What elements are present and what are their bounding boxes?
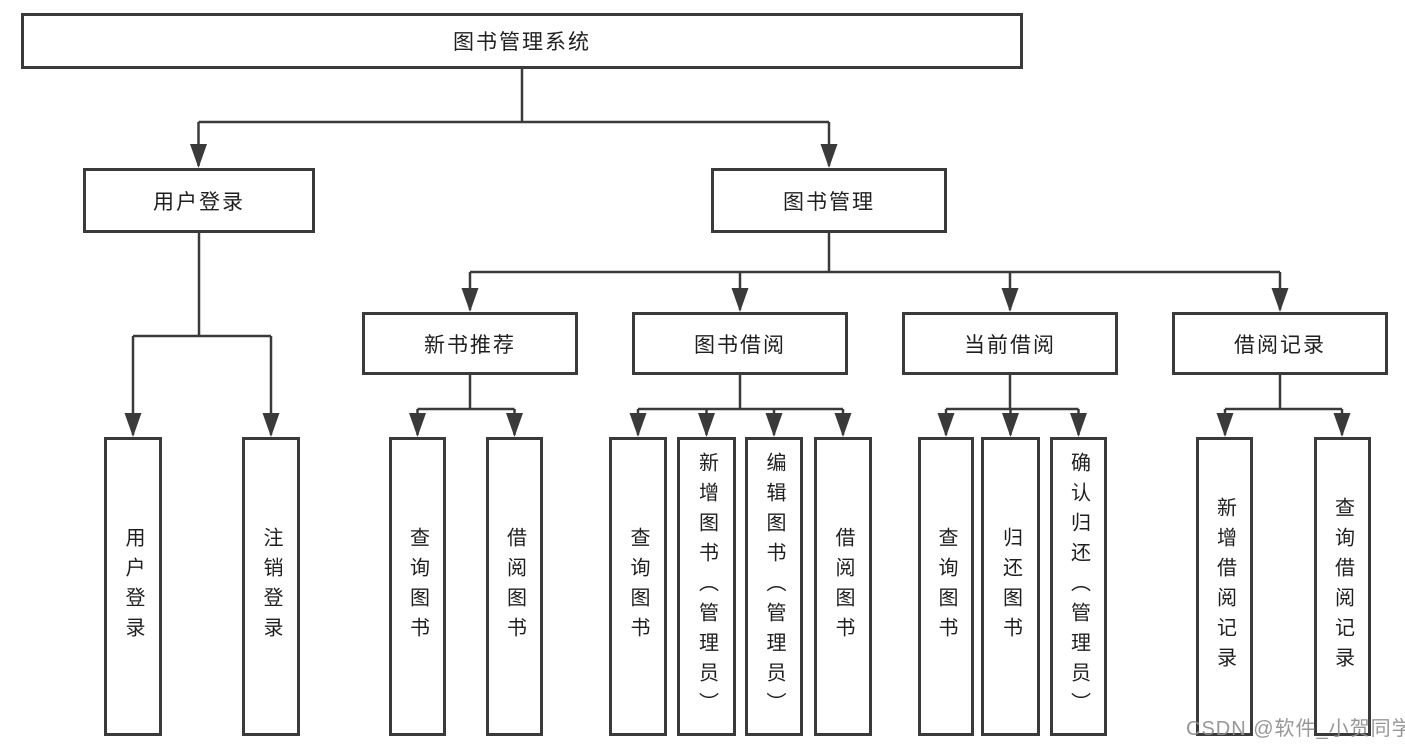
- node-leaf-logout: 注销登录: [242, 437, 300, 736]
- node-leaf-nb-borrow: 借阅图书: [486, 437, 543, 736]
- node-leaf-br-add: 新增借阅记录: [1196, 437, 1253, 736]
- node-leaf-bb-add: 新增图书（管理员）: [677, 437, 736, 736]
- node-leaf-cb-return-label: 归还图书: [999, 526, 1022, 647]
- node-leaf-bb-edit: 编辑图书（管理员）: [745, 437, 803, 736]
- node-leaf-nb-borrow-label: 借阅图书: [503, 526, 526, 647]
- node-leaf-bb-add-label: 新增图书（管理员）: [695, 451, 718, 722]
- node-current-borrow-label: 当前借阅: [964, 333, 1056, 357]
- node-root: 图书管理系统: [21, 13, 1023, 69]
- node-user-login-label: 用户登录: [153, 190, 245, 214]
- node-book-borrow-label: 图书借阅: [694, 333, 786, 357]
- node-leaf-cb-query-label: 查询图书: [935, 526, 957, 647]
- node-leaf-nb-query-label: 查询图书: [406, 526, 429, 647]
- node-user-login: 用户登录: [83, 168, 315, 233]
- node-leaf-bb-borrow: 借阅图书: [814, 437, 872, 736]
- node-leaf-br-add-label: 新增借阅记录: [1213, 496, 1236, 677]
- node-leaf-br-query-label: 查询借阅记录: [1331, 496, 1354, 677]
- node-new-book: 新书推荐: [362, 312, 578, 375]
- node-current-borrow: 当前借阅: [902, 312, 1118, 375]
- node-book-mgmt-label: 图书管理: [783, 190, 875, 214]
- node-book-borrow: 图书借阅: [632, 312, 848, 375]
- node-leaf-user-login: 用户登录: [104, 437, 162, 736]
- node-leaf-cb-return: 归还图书: [981, 437, 1040, 736]
- node-leaf-cb-query: 查询图书: [918, 437, 974, 736]
- node-new-book-label: 新书推荐: [424, 333, 516, 357]
- node-root-label: 图书管理系统: [453, 31, 591, 54]
- node-leaf-cb-confirm: 确认归还（管理员）: [1050, 437, 1107, 736]
- watermark: CSDN @软件_小贺同学: [1186, 718, 1405, 740]
- node-leaf-bb-query-label: 查询图书: [627, 526, 649, 647]
- node-leaf-user-login-label: 用户登录: [122, 526, 144, 647]
- node-leaf-bb-borrow-label: 借阅图书: [832, 526, 854, 647]
- node-borrow-record-label: 借阅记录: [1234, 333, 1326, 357]
- node-leaf-bb-edit-label: 编辑图书（管理员）: [763, 451, 785, 722]
- node-leaf-cb-confirm-label: 确认归还（管理员）: [1067, 451, 1090, 722]
- node-borrow-record: 借阅记录: [1172, 312, 1388, 375]
- node-leaf-bb-query: 查询图书: [609, 437, 667, 736]
- node-leaf-br-query: 查询借阅记录: [1314, 437, 1371, 736]
- node-leaf-nb-query: 查询图书: [389, 437, 446, 736]
- node-leaf-logout-label: 注销登录: [260, 526, 282, 647]
- node-book-mgmt: 图书管理: [711, 168, 947, 233]
